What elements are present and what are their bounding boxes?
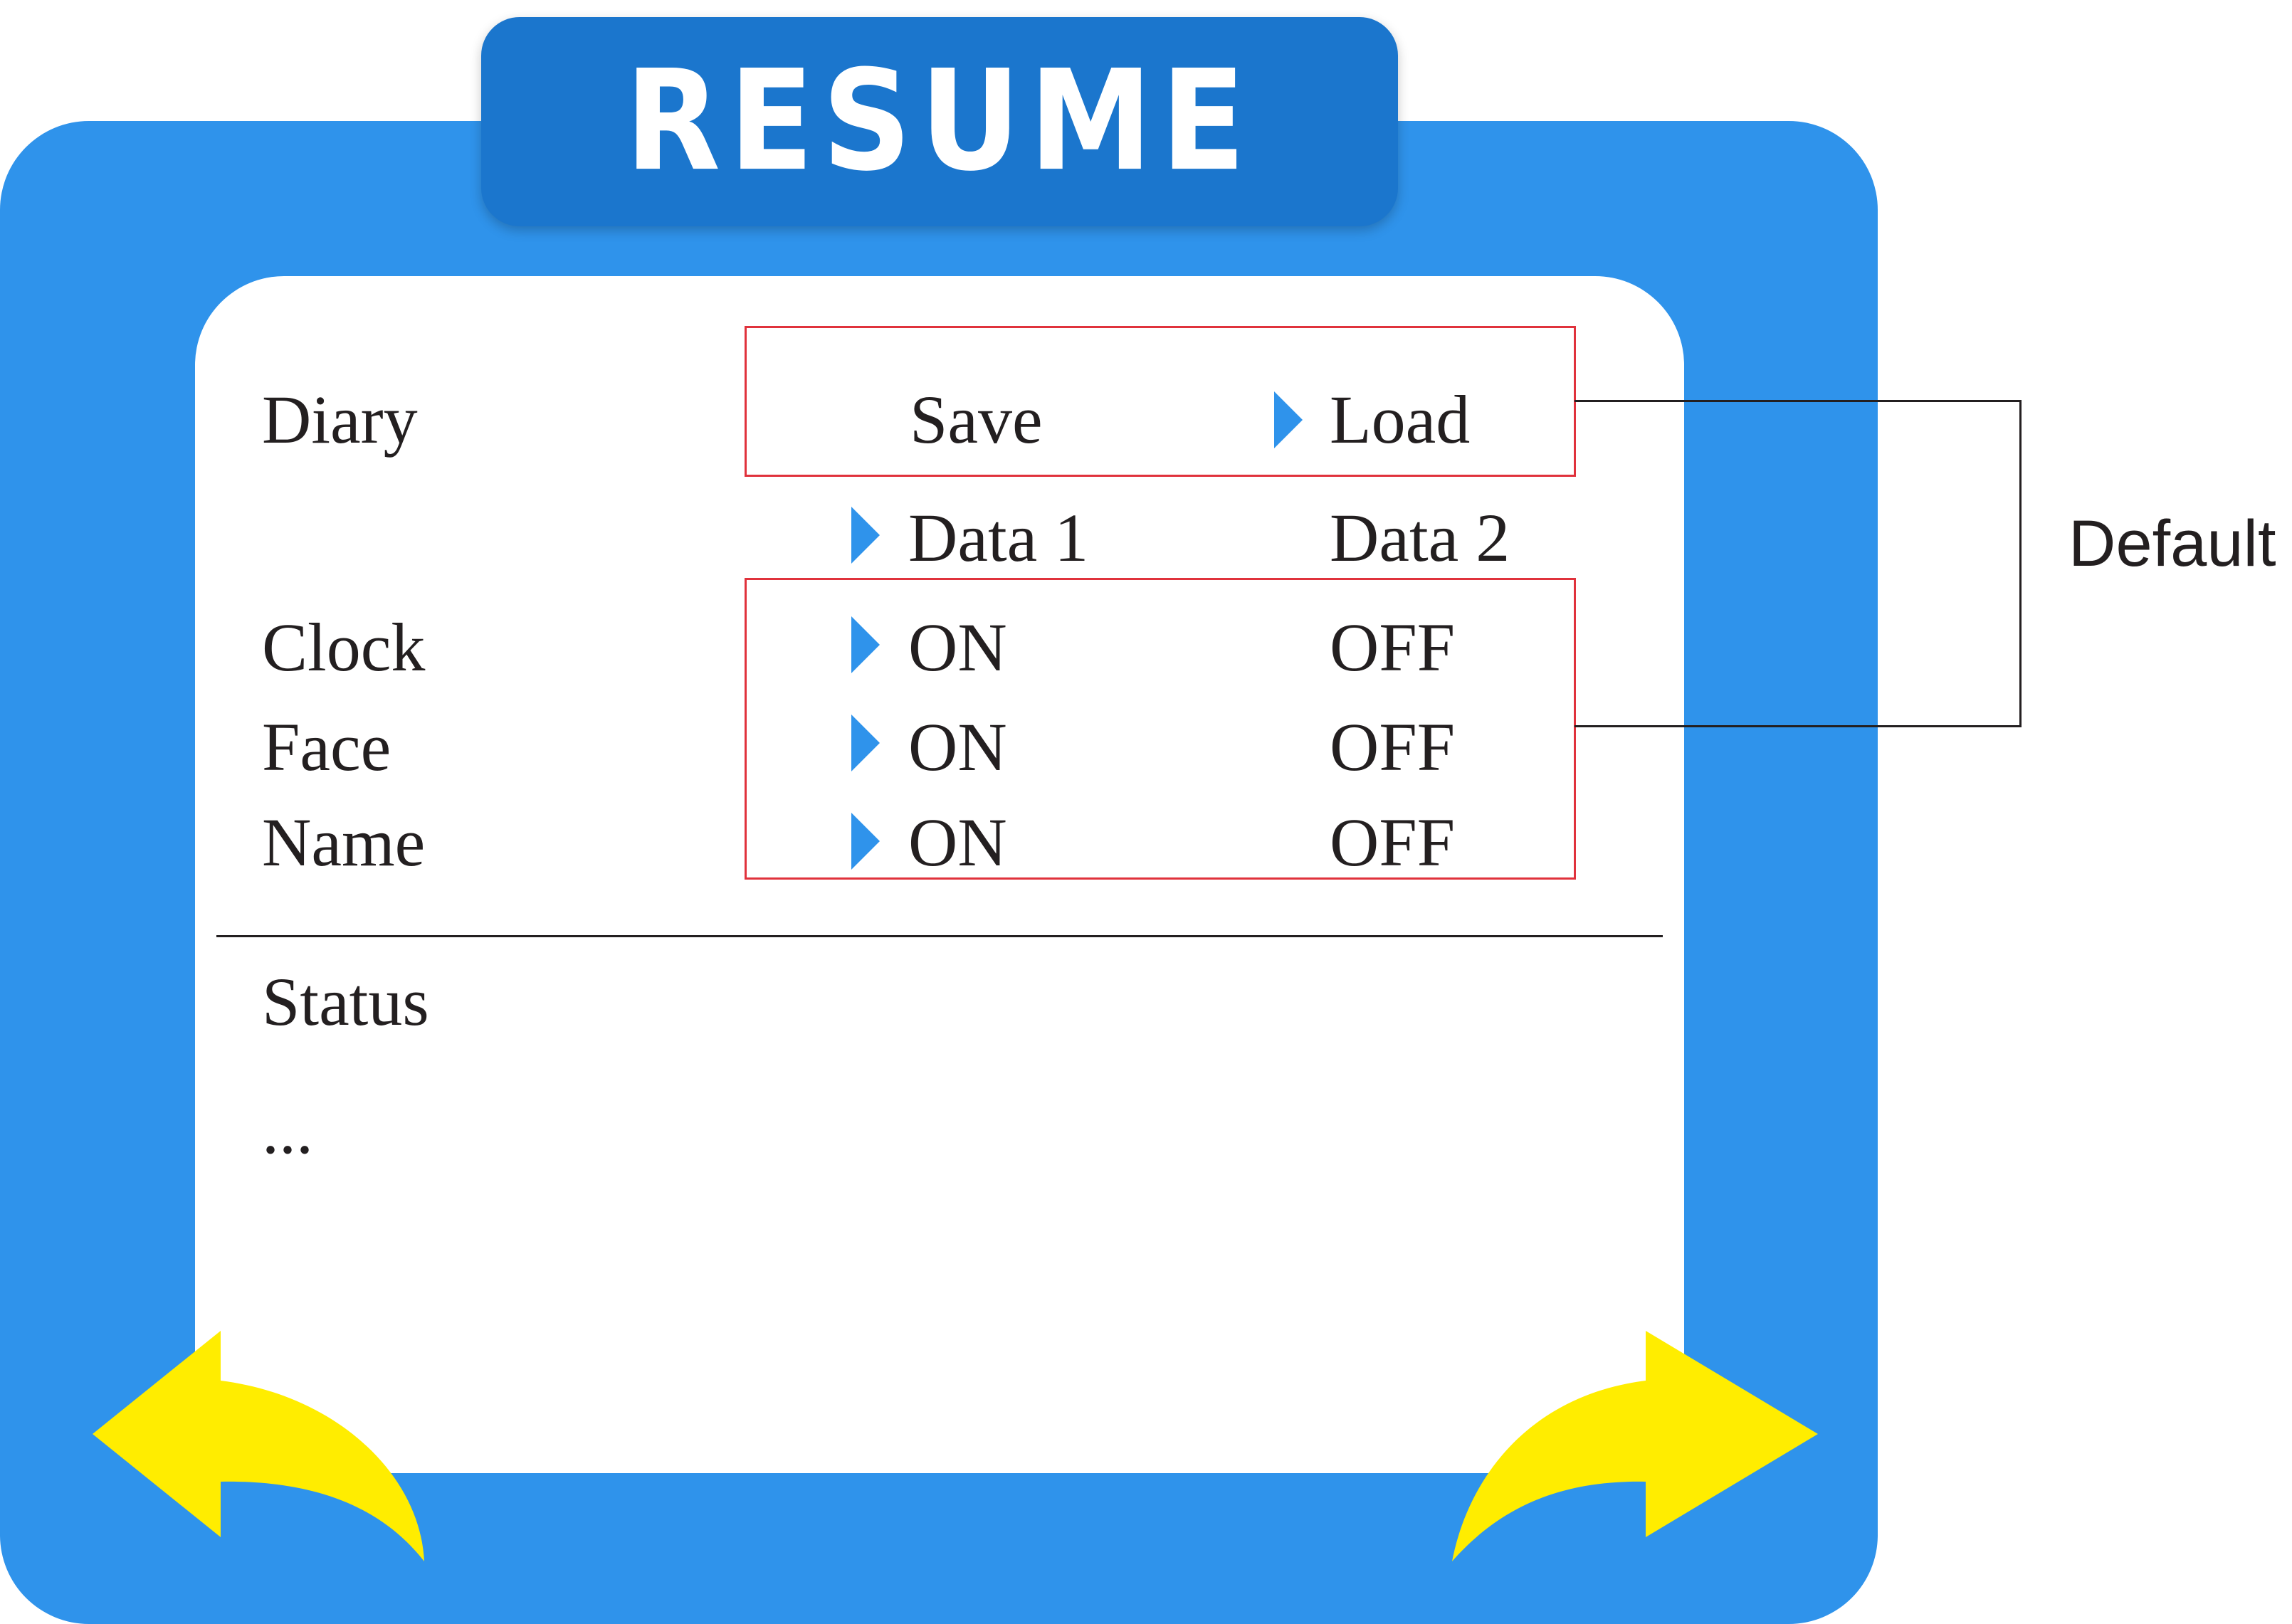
face-on-option[interactable]: ON <box>908 709 1007 785</box>
default-bracket <box>1575 400 2022 727</box>
triangle-right-icon <box>851 507 880 564</box>
status-label: Status <box>262 964 429 1040</box>
curved-arrow-right-icon[interactable] <box>1448 1331 1818 1587</box>
row-label-name: Name <box>262 804 426 880</box>
option-data-1[interactable]: Data 1 <box>908 500 1089 576</box>
page-title: RESUME <box>625 40 1254 203</box>
status-more-ellipsis: ... <box>262 1092 313 1168</box>
triangle-right-icon <box>1274 391 1303 448</box>
row-label-clock: Clock <box>262 609 426 685</box>
clock-on-option[interactable]: ON <box>908 609 1007 685</box>
triangle-right-icon <box>851 813 880 870</box>
option-data-2[interactable]: Data 2 <box>1330 500 1510 576</box>
name-off-option[interactable]: OFF <box>1330 804 1456 880</box>
curved-arrow-left-icon[interactable] <box>93 1331 463 1587</box>
triangle-right-icon <box>851 715 880 771</box>
triangle-right-icon <box>851 616 880 673</box>
toggles-highlight-box <box>745 578 1576 880</box>
name-on-option[interactable]: ON <box>908 804 1007 880</box>
section-divider <box>216 935 1663 937</box>
row-label-diary: Diary <box>262 381 418 458</box>
option-load[interactable]: Load <box>1330 381 1471 458</box>
row-label-face: Face <box>262 709 391 785</box>
default-annotation: Default <box>2068 507 2276 580</box>
option-save[interactable]: Save <box>910 381 1043 458</box>
title-tab: RESUME <box>481 17 1398 226</box>
face-off-option[interactable]: OFF <box>1330 709 1456 785</box>
clock-off-option[interactable]: OFF <box>1330 609 1456 685</box>
